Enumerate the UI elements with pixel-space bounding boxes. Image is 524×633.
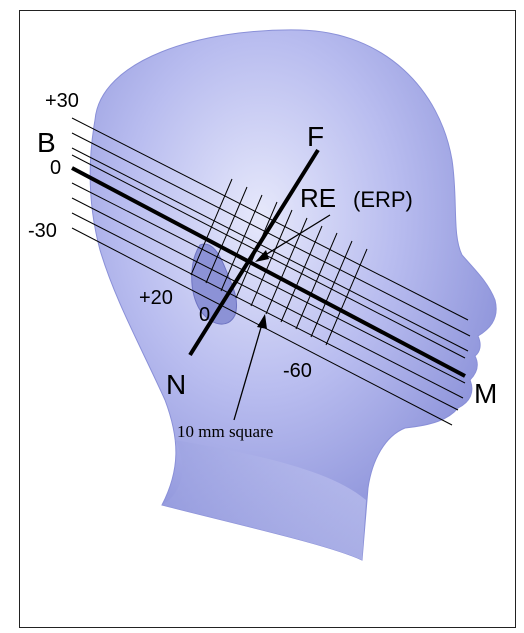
neck-shade — [162, 440, 366, 560]
label-plus20: +20 — [139, 287, 173, 309]
label-n: N — [166, 369, 186, 400]
label-erp: (ERP) — [353, 187, 413, 212]
label-square-note: 10 mm square — [177, 422, 273, 441]
label-minus30: -30 — [28, 220, 57, 242]
square-arrow — [233, 314, 267, 421]
label-zero-left: 0 — [50, 157, 61, 179]
nf-axis-line — [188, 148, 320, 357]
label-minus60: -60 — [283, 360, 312, 382]
head-silhouette — [89, 29, 497, 561]
label-zero-lower: 0 — [199, 304, 210, 326]
re-arrow — [255, 214, 331, 262]
label-m: M — [474, 378, 497, 409]
label-plus30: +30 — [45, 90, 79, 112]
parallel-lines — [71, 117, 471, 426]
bm-axis-line — [71, 166, 466, 378]
label-re: RE — [300, 183, 336, 213]
label-f: F — [307, 121, 324, 152]
label-b: B — [37, 127, 56, 158]
